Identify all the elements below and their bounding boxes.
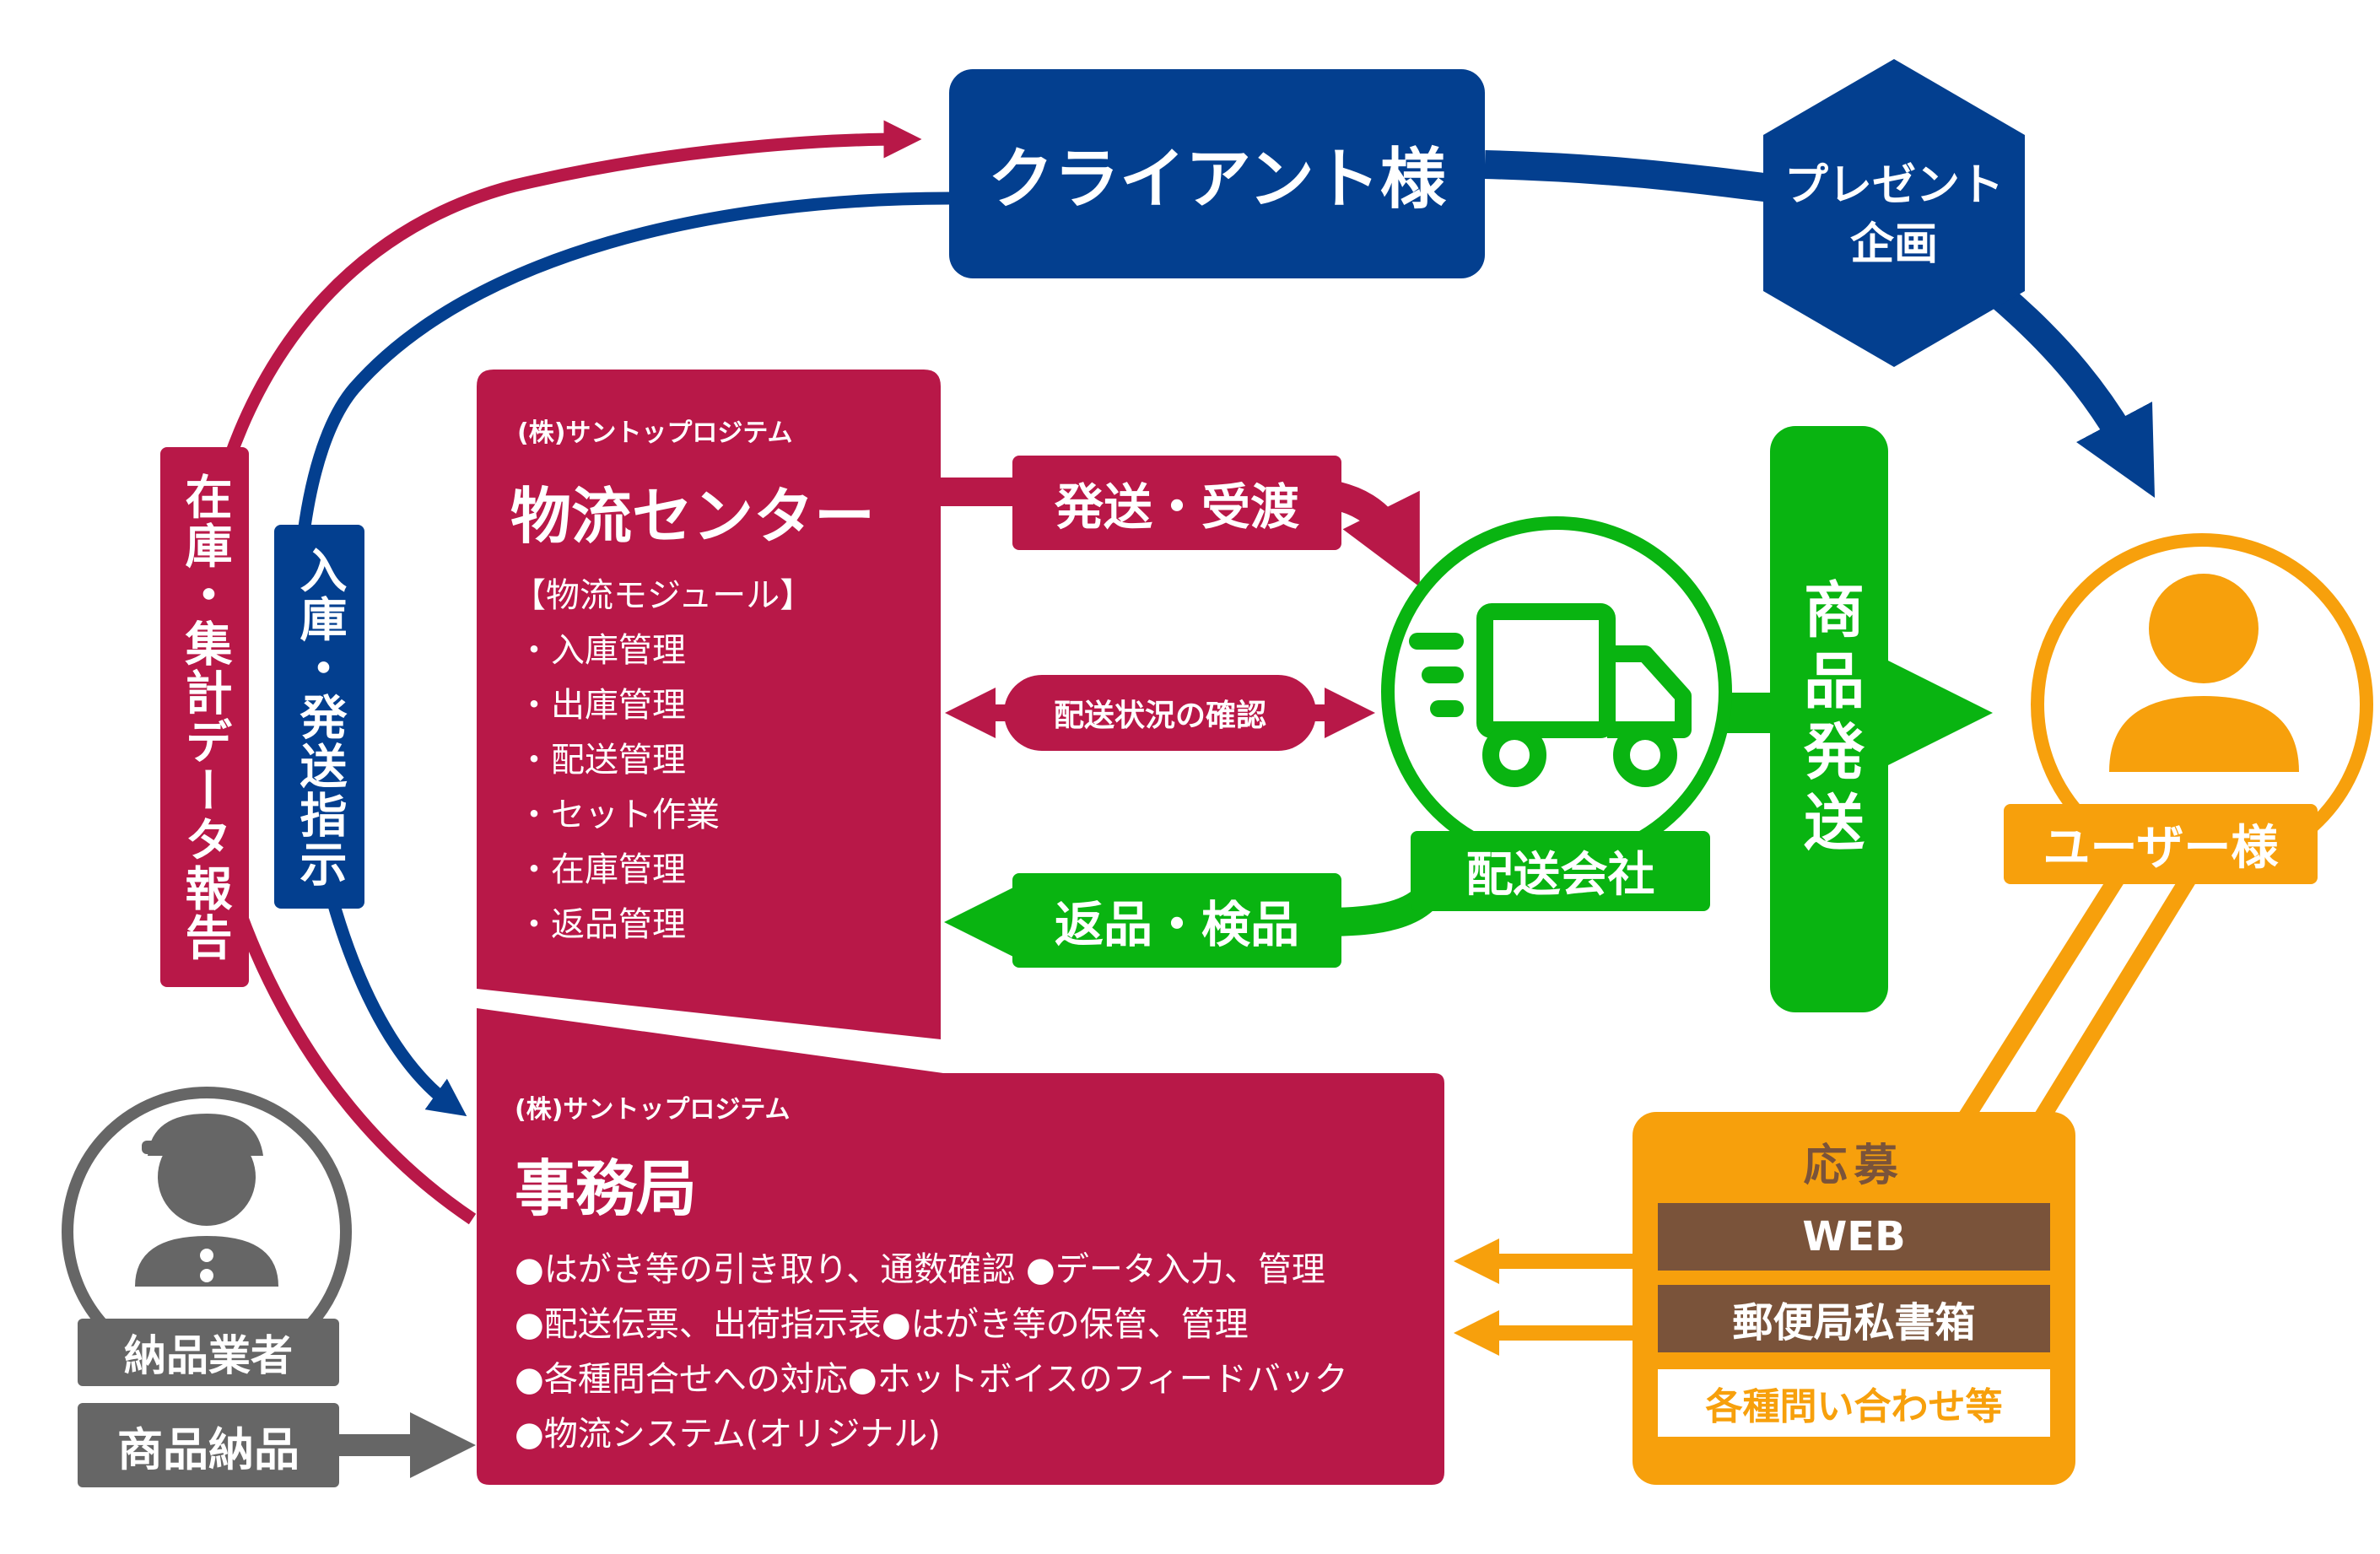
office-shape (477, 1008, 1444, 1485)
report-label: 在庫・集計データ報告 (177, 472, 232, 962)
client-to-present (1484, 150, 1790, 204)
report-label-box: 在庫・集計データ報告 (160, 447, 249, 987)
return-inspect-label: 返品・検品 (1054, 896, 1299, 953)
apply-line-1 (1958, 872, 2125, 1123)
product-delivery-label: 商品納品 (117, 1422, 300, 1476)
logistics-company: (株)サントップロジテム (517, 418, 793, 448)
client-label: クライアント様 (988, 142, 1446, 218)
present-to-user (1989, 284, 2156, 498)
apply-title: 応募 (1803, 1140, 1905, 1191)
apply-line-2 (2034, 872, 2197, 1123)
return-inspect-label-box: 返品・検品 (1012, 873, 1341, 968)
user-label-box: ユーザー様 (2004, 804, 2318, 884)
ship-receive-label: 発送・受渡 (1054, 478, 1299, 536)
office-line: ●配送伝票、出荷指示表●はがき等の保管、管理 (515, 1305, 1249, 1344)
truck-icon (1409, 603, 1692, 787)
logistics-item: ・返品管理 (517, 905, 686, 944)
vendor-label-box: 納品業者 (78, 1319, 339, 1386)
office-line: ●はがき等の引き取り、通数確認 ●データ入力、管理 (515, 1250, 1325, 1289)
logistics-title: 物流センター (510, 481, 876, 552)
instruction-label: 入庫・発送指示 (292, 545, 347, 888)
vendor-label: 納品業者 (124, 1331, 293, 1380)
office-line: ●各種問合せへの対応●ホットボイスのフィードバック (515, 1360, 1348, 1399)
apply-inquiries: 各種問い合わせ等 (1658, 1369, 2050, 1437)
delivery-label-box: 配送会社 (1411, 831, 1710, 911)
status-check-label-box: 配送状況の確認 (1004, 675, 1316, 751)
delivery-label: 配送会社 (1465, 848, 1655, 903)
logistics-module-heading: 【物流モジュール】 (512, 576, 814, 615)
present-label: プレゼント 企画 (1767, 152, 2021, 278)
apply-pobox: 郵便局私書箱 (1658, 1285, 2050, 1352)
logistics-item: ・在庫管理 (517, 850, 686, 889)
logistics-content: (株)サントップロジテム 物流センター 【物流モジュール】 ・入庫管理 ・出庫管… (477, 370, 941, 1028)
user-label: ユーザー様 (2043, 821, 2279, 876)
product-delivery-label-box: 商品納品 (78, 1403, 339, 1487)
instruction-label-box: 入庫・発送指示 (274, 525, 364, 909)
instruction-arc (290, 192, 950, 1117)
logistics-shape (477, 370, 941, 1039)
apply-box: 応募 WEB 郵便局私書箱 各種問い合わせ等 (1633, 1112, 2075, 1485)
ship-products-box: 商品発送 (1770, 426, 1888, 1012)
client-box: クライアント様 (949, 69, 1485, 278)
ship-receive-label-box: 発送・受渡 (1012, 456, 1341, 550)
office-content: (株)サントップロジテム 事務局 ●はがき等の引き取り、通数確認 ●データ入力、… (477, 1073, 1444, 1485)
office-line: ●物流システム(オリジナル) (515, 1415, 941, 1454)
person-icon (2109, 574, 2299, 772)
office-title: 事務局 (515, 1153, 698, 1224)
logistics-item: ・出庫管理 (517, 686, 686, 725)
status-check-label: 配送状況の確認 (1053, 699, 1266, 733)
logistics-item: ・セット作業 (517, 796, 720, 834)
logistics-item: ・配送管理 (517, 741, 686, 780)
present-line1: プレゼント (1784, 159, 2004, 211)
report-arc (189, 120, 922, 1225)
present-hexagon (1763, 59, 2025, 367)
present-line2: 企画 (1849, 219, 1938, 270)
office-company: (株)サントップロジテム (515, 1095, 791, 1125)
ship-products-label: 商品発送 (1793, 577, 1865, 861)
apply-web: WEB (1658, 1203, 2050, 1271)
logistics-item: ・入庫管理 (517, 631, 686, 670)
